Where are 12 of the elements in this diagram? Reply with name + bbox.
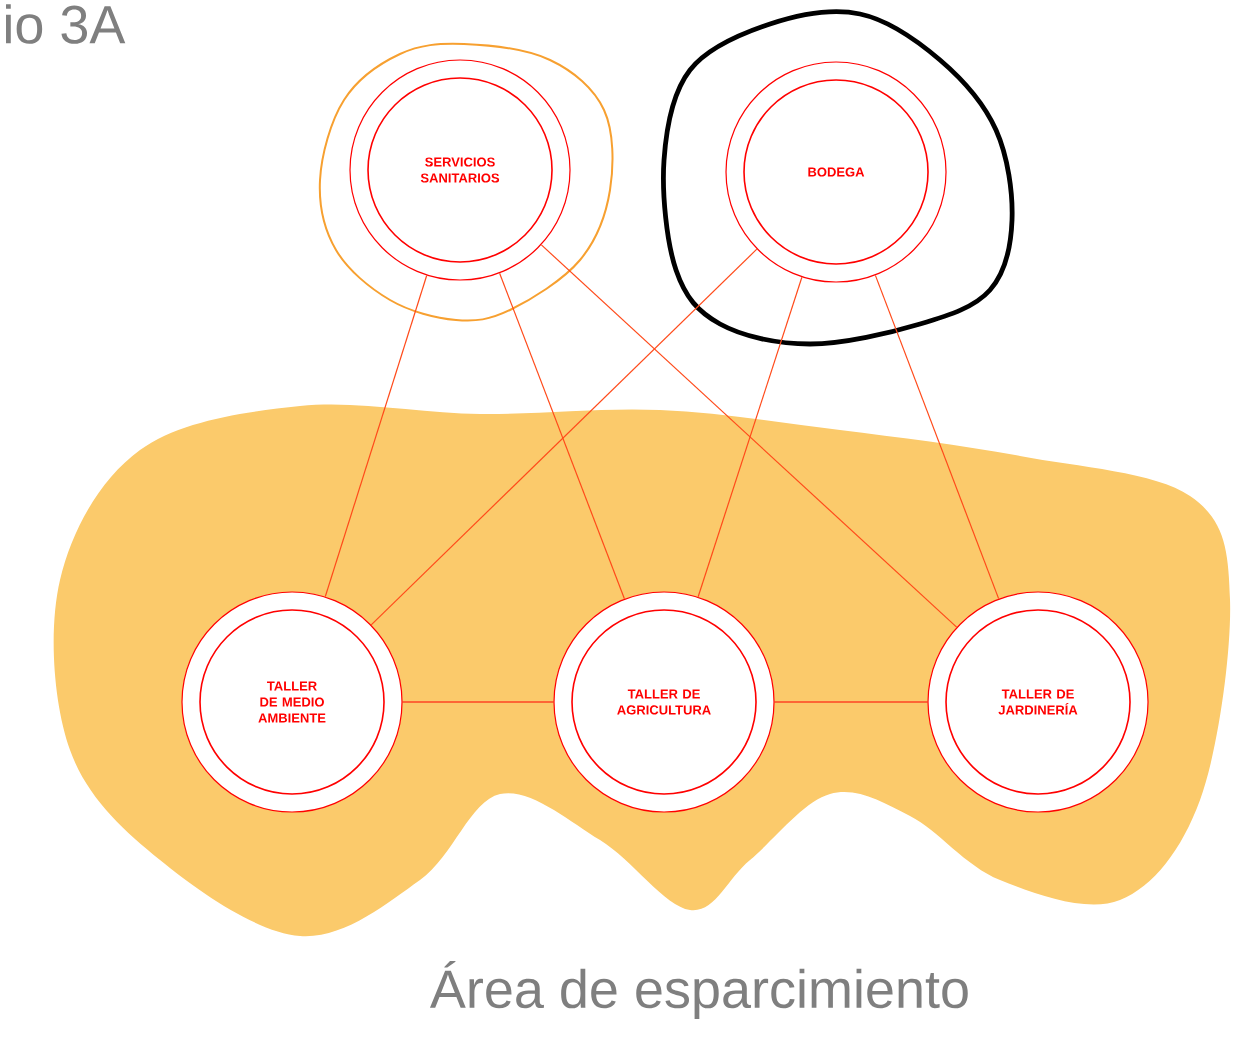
- connector-line: [402, 701, 554, 703]
- cloud-outline: [318, 42, 614, 322]
- connector-line: [874, 274, 1000, 600]
- cloud-outline: [661, 9, 1015, 347]
- connector-line: [697, 276, 803, 598]
- connector-line: [324, 274, 428, 598]
- connector-line: [499, 272, 625, 600]
- connector-line: [774, 701, 928, 703]
- node-label: Área de esparcimiento: [429, 960, 968, 1020]
- connector-line: [540, 244, 958, 628]
- heading-text: io 3A: [6, 4, 126, 44]
- connector-line: [370, 248, 758, 626]
